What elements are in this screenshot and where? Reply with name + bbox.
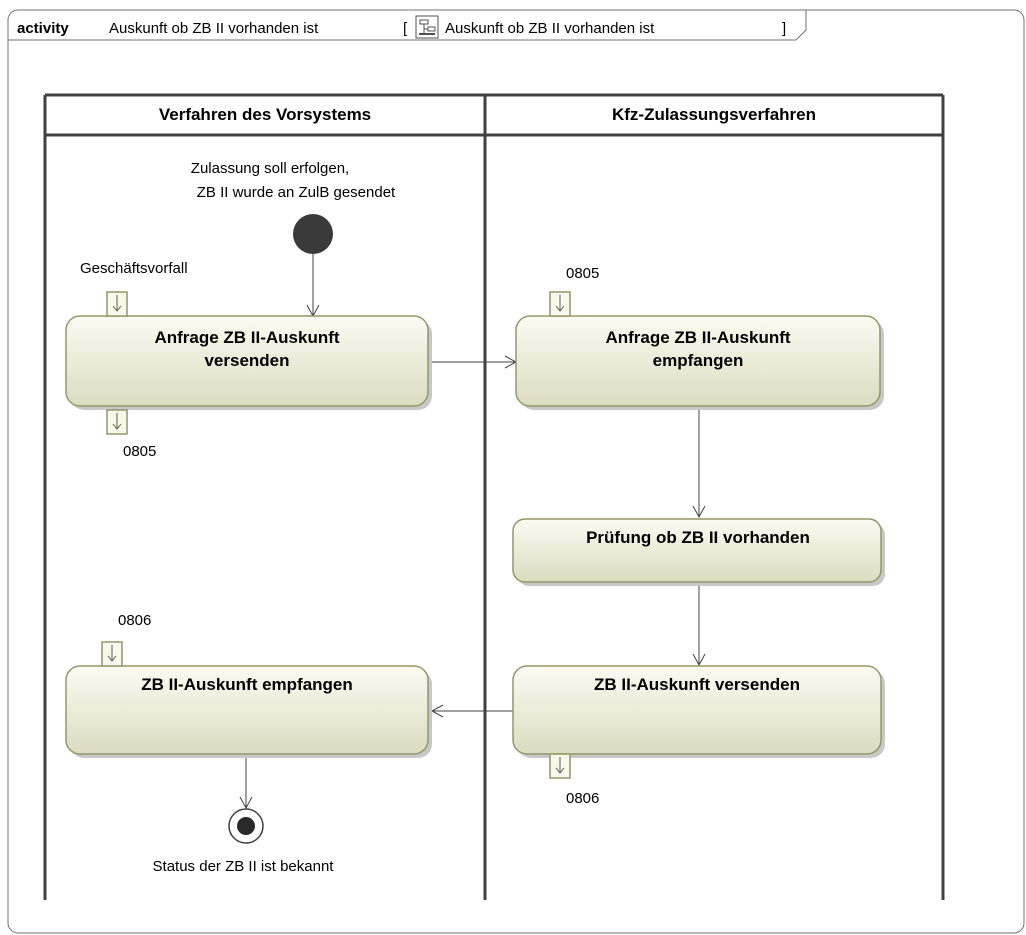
action-anfrage-versenden[interactable]: Anfrage ZB II-Auskunft versenden bbox=[65, 315, 432, 410]
pin-label: 0805 bbox=[566, 265, 599, 282]
action-label: empfangen bbox=[653, 351, 744, 370]
activity-frame bbox=[7, 9, 1025, 934]
pin-label: 0806 bbox=[566, 790, 599, 807]
frame-header: activity Auskunft ob ZB II vorhanden ist… bbox=[17, 15, 786, 39]
pin-in-0806[interactable] bbox=[101, 641, 123, 667]
final-node-label: Status der ZB II ist bekannt bbox=[153, 858, 335, 875]
pin-in-0805[interactable] bbox=[549, 291, 571, 317]
action-label: Prüfung ob ZB II vorhanden bbox=[586, 528, 810, 547]
action-label: ZB II-Auskunft empfangen bbox=[141, 675, 353, 694]
action-auskunft-versenden[interactable]: ZB II-Auskunft versenden bbox=[512, 665, 885, 758]
action-anfrage-empfangen[interactable]: Anfrage ZB II-Auskunft empfangen bbox=[515, 315, 884, 410]
frame-reference-close: ] bbox=[782, 20, 786, 37]
action-label: Anfrage ZB II-Auskunft bbox=[605, 328, 790, 347]
action-pruefung[interactable]: Prüfung ob ZB II vorhanden bbox=[512, 518, 885, 586]
action-label: Anfrage ZB II-Auskunft bbox=[154, 328, 339, 347]
pin-out-0806[interactable] bbox=[549, 753, 571, 779]
pin-geschaeftsvorfall[interactable] bbox=[106, 291, 128, 317]
frame-title: Auskunft ob ZB II vorhanden ist bbox=[109, 20, 319, 37]
initial-node-label-line1: Zulassung soll erfolgen, bbox=[191, 160, 349, 177]
frame-reference-open: [ bbox=[403, 20, 408, 37]
action-label: versenden bbox=[204, 351, 289, 370]
swimlanes bbox=[43, 93, 945, 900]
lane-kfz-zulassung: Kfz-Zulassungsverfahren bbox=[612, 105, 816, 124]
flow-auskunft-empfangen-to-final bbox=[239, 758, 253, 810]
action-label: ZB II-Auskunft versenden bbox=[594, 675, 800, 694]
initial-node-label: Zulassung soll erfolgen, ZB II wurde an … bbox=[191, 160, 396, 201]
action-auskunft-empfangen[interactable]: ZB II-Auskunft empfangen bbox=[65, 665, 432, 758]
initial-node-label-line2: ZB II wurde an ZulB gesendet bbox=[197, 184, 396, 201]
lane-title: Verfahren des Vorsystems bbox=[159, 105, 371, 124]
activity-diagram-icon bbox=[415, 15, 439, 39]
lane-vorsystem: Verfahren des Vorsystems bbox=[159, 105, 371, 124]
flow-pruefung-to-auskunft-versenden bbox=[692, 586, 706, 667]
activity-final-node[interactable] bbox=[228, 808, 264, 844]
pin-out-0805[interactable] bbox=[106, 409, 128, 435]
initial-node[interactable] bbox=[293, 214, 333, 254]
flow-empfangen-to-pruefung bbox=[692, 410, 706, 519]
pin-label: 0805 bbox=[123, 443, 156, 460]
pin-label: 0806 bbox=[118, 612, 151, 629]
frame-reference-title: Auskunft ob ZB II vorhanden ist bbox=[445, 20, 655, 37]
lane-title: Kfz-Zulassungsverfahren bbox=[612, 105, 816, 124]
pin-label: Geschäftsvorfall bbox=[80, 260, 188, 277]
control-flows bbox=[239, 254, 706, 810]
frame-keyword: activity bbox=[17, 20, 69, 37]
